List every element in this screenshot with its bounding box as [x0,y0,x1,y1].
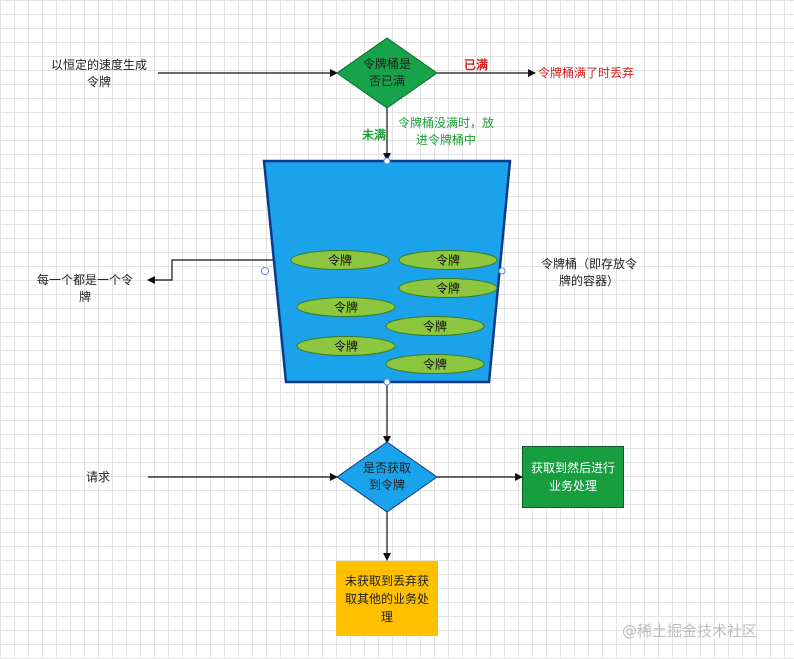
token: 令牌 [296,336,396,356]
node-success: 获取到然后进行业务处理 [522,446,624,508]
token-ellipse [385,354,485,374]
decision-get-text: 是否获取到令牌 [362,461,411,492]
edge-token-to-label [147,259,291,284]
watermark: @稀土掘金技术社区 [622,622,758,640]
selection-handles [261,157,506,386]
node-fail: 未获取到丢弃获取其他的业务处理 [336,561,438,636]
label-put-in: 令牌桶没满时，放进令牌桶中 [397,116,494,147]
token-ellipse [398,278,498,298]
handle-left [261,267,269,275]
token: 令牌 [398,250,498,270]
handle-bottom [383,378,391,386]
token-ellipse [296,336,396,356]
token-label: 令牌 [423,319,447,334]
token-label: 令牌 [334,300,358,315]
label-each-token: 每一个都是一个令牌 [36,273,133,304]
token-label: 令牌 [423,357,447,372]
decision-full-text: 令牌桶是否已满 [362,57,411,88]
token-ellipse [398,250,498,270]
label-bucket-desc: 令牌桶（即存放令牌的容器） [540,257,637,288]
edge-label-full: 已满 [463,58,488,72]
tokens-group: 令牌令牌令牌令牌令牌令牌令牌 [290,250,498,374]
handle-right [498,267,506,275]
token-ellipse [385,316,485,336]
token: 令牌 [385,316,485,336]
edge-label-not-full: 未满 [361,128,386,142]
token: 令牌 [398,278,498,298]
label-discard-full: 令牌桶满了时丢弃 [538,66,635,80]
token-ellipse [290,250,390,270]
token-ellipse [296,297,396,317]
label-request: 请求 [85,470,110,484]
token: 令牌 [290,250,390,270]
token-label: 令牌 [436,281,460,296]
edges [147,69,536,561]
handle-top [383,157,391,165]
token: 令牌 [296,297,396,317]
decision-bucket-full [336,37,438,109]
token-label: 令牌 [328,253,352,268]
token: 令牌 [385,354,485,374]
label-generate: 以恒定的速度生成令牌 [50,58,147,89]
token-label: 令牌 [334,339,358,354]
decision-got-token [336,441,438,513]
token-label: 令牌 [436,253,460,268]
